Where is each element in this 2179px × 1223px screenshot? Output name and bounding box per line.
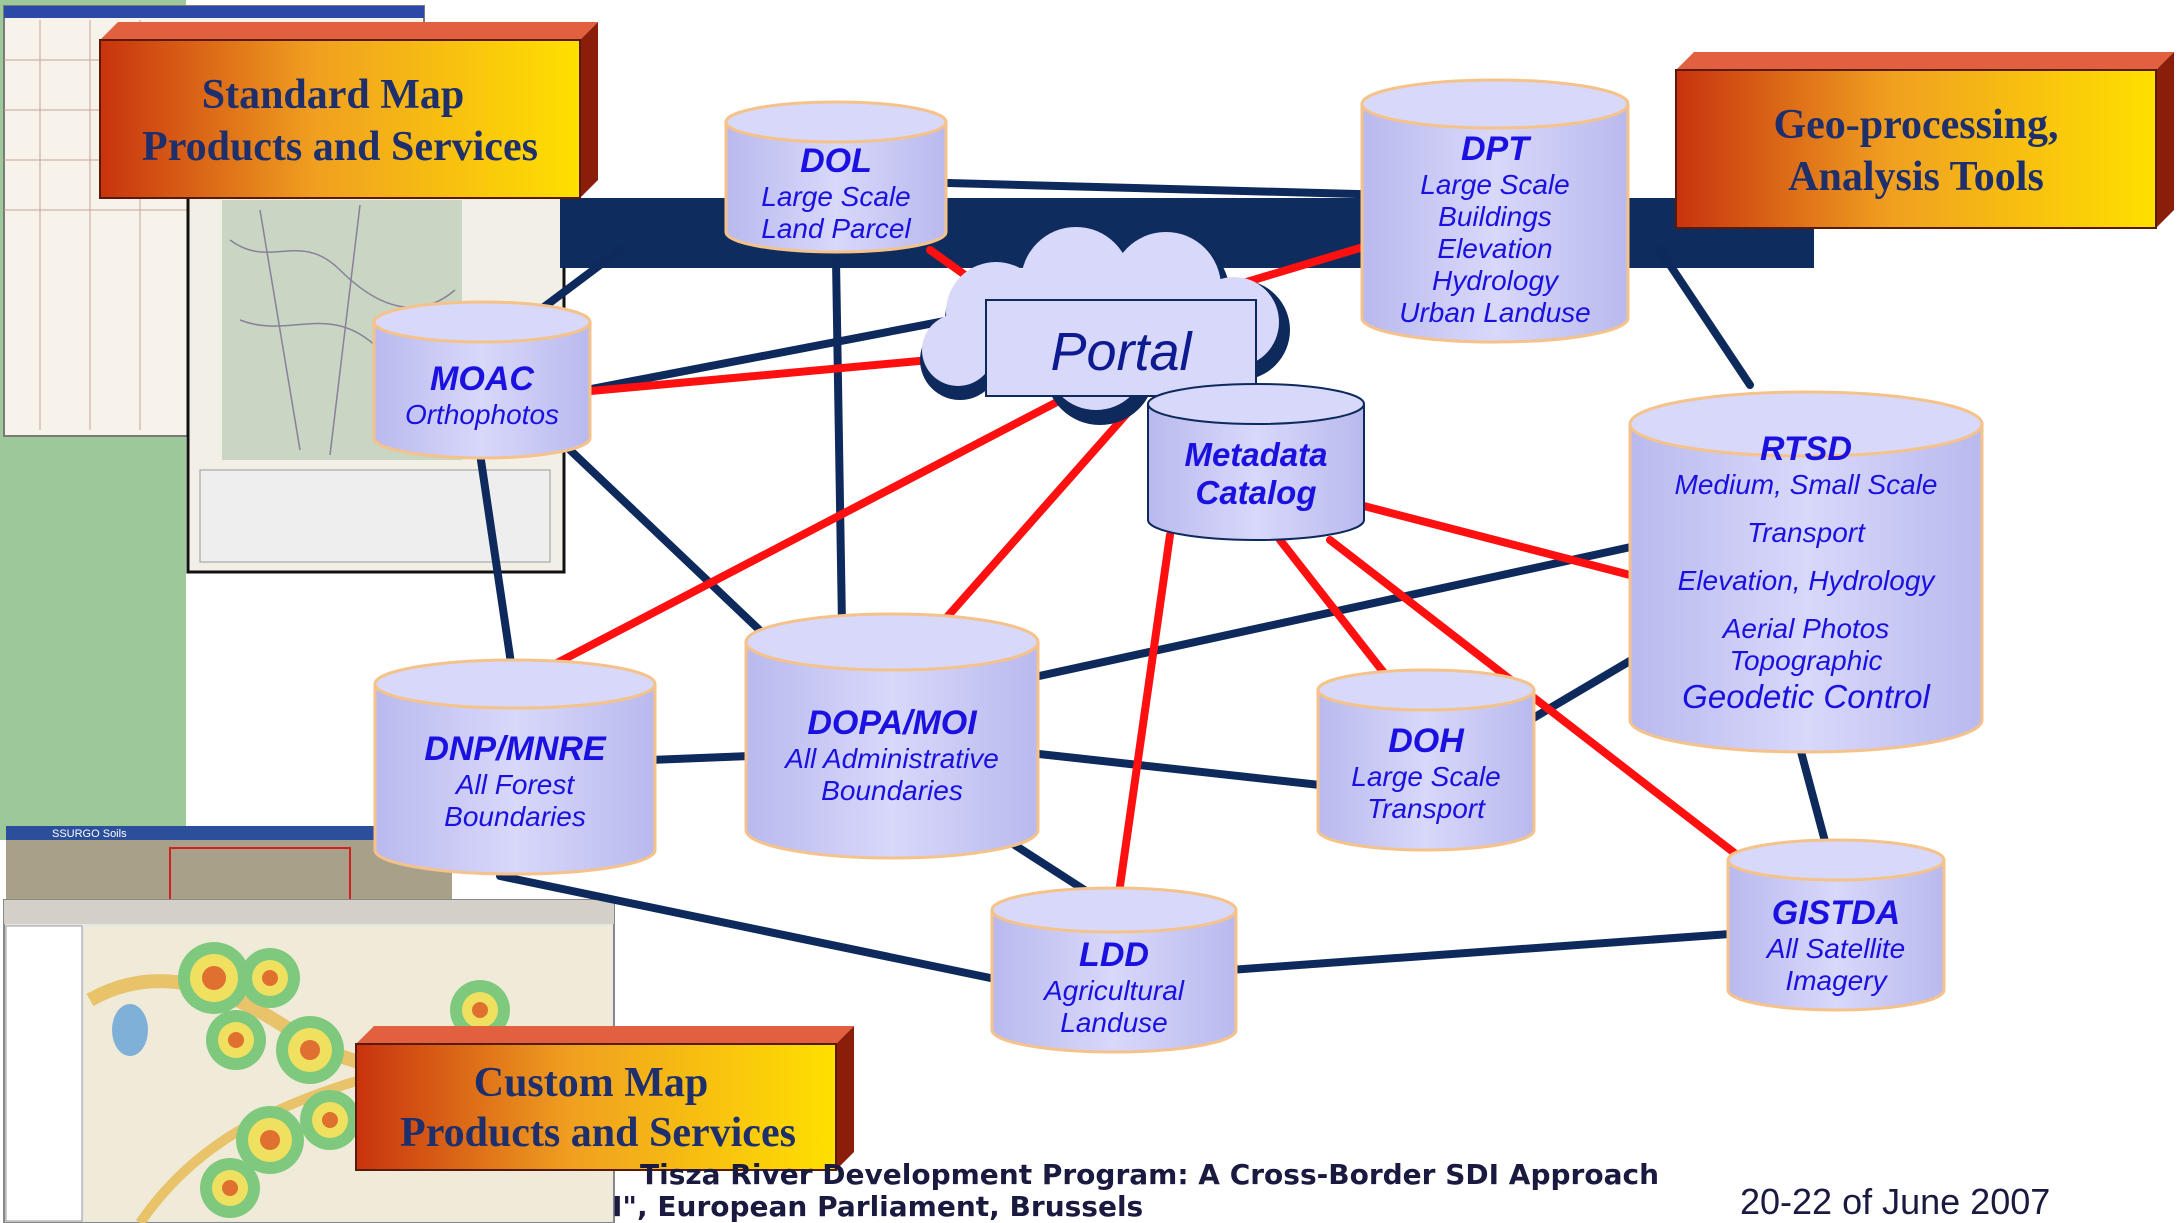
dpt-line-4: Hydrology bbox=[1432, 265, 1560, 296]
cylinder-metadata-catalog: Metadata Catalog bbox=[1147, 383, 1365, 541]
doh-line-2: Transport bbox=[1367, 793, 1486, 824]
gis-titlebar bbox=[6, 826, 452, 840]
cylinder-dpt: DPT Large Scale Buildings Elevation Hydr… bbox=[1360, 78, 1630, 344]
standard-box-line-2: Products and Services bbox=[142, 124, 538, 170]
dnp-title: DNP/MNRE bbox=[424, 730, 607, 768]
dpt-line-2: Buildings bbox=[1438, 201, 1552, 232]
box-standard-map-products: Standard Map Products and Services bbox=[99, 22, 598, 199]
doh-title: DOH bbox=[1388, 722, 1465, 760]
dpt-line-3: Elevation bbox=[1437, 233, 1552, 264]
dol-line-1: Large Scale bbox=[761, 181, 910, 212]
dnp-line-1: All Forest bbox=[454, 769, 575, 800]
cylinder-ldd: LDD Agricultural Landuse bbox=[990, 886, 1238, 1054]
dopa-title: DOPA/MOI bbox=[807, 704, 978, 742]
doh-line-1: Large Scale bbox=[1351, 761, 1500, 792]
footer-date: 20-22 of June 2007 bbox=[1740, 1181, 2050, 1222]
cylinder-dnp-mnre: DNP/MNRE All Forest Boundaries bbox=[373, 658, 657, 876]
gis-app-toolbar bbox=[4, 900, 614, 924]
ldd-title: LDD bbox=[1079, 936, 1149, 974]
gis-window-title: SSURGO Soils bbox=[52, 828, 127, 840]
geo-box-line-2: Analysis Tools bbox=[1788, 154, 2044, 200]
hotspot-rings bbox=[178, 942, 510, 1218]
ldd-line-2: Landuse bbox=[1060, 1007, 1167, 1038]
custom-box-line-2: Products and Services bbox=[400, 1110, 796, 1156]
dnp-line-2: Boundaries bbox=[444, 801, 586, 832]
footer-line-2: I", European Parliament, Brussels bbox=[612, 1190, 1143, 1223]
moac-title: MOAC bbox=[430, 360, 534, 398]
dopa-line-1: All Administrative bbox=[783, 743, 999, 774]
rtsd-line-5: Topographic bbox=[1729, 645, 1882, 676]
rtsd-line-2: Transport bbox=[1747, 517, 1866, 548]
standard-box-line-1: Standard Map bbox=[202, 72, 465, 118]
cylinder-gistda: GISTDA All Satellite Imagery bbox=[1726, 838, 1946, 1012]
gistda-line-2: Imagery bbox=[1785, 965, 1888, 996]
topo-map-titlebar bbox=[4, 6, 424, 18]
dol-title: DOL bbox=[800, 142, 872, 180]
gis-layer-panel bbox=[5, 925, 83, 1222]
ldd-line-1: Agricultural bbox=[1042, 975, 1185, 1006]
gistda-title: GISTDA bbox=[1772, 894, 1900, 932]
cylinder-dol: DOL Large Scale Land Parcel bbox=[724, 100, 948, 254]
rtsd-title: RTSD bbox=[1760, 430, 1852, 468]
portal-cloud: Portal bbox=[920, 227, 1290, 425]
geo-box-line-1: Geo-processing, bbox=[1773, 102, 2058, 148]
cylinder-rtsd: RTSD Medium, Small Scale Transport Eleva… bbox=[1628, 390, 1984, 754]
box-geo-processing: Geo-processing, Analysis Tools bbox=[1675, 52, 2174, 229]
gistda-line-1: All Satellite bbox=[1765, 933, 1906, 964]
slide-footer: Tisza River Development Program: A Cross… bbox=[612, 1158, 2050, 1223]
cylinder-dopa-moi: DOPA/MOI All Administrative Boundaries bbox=[744, 612, 1040, 860]
rtsd-line-3: Elevation, Hydrology bbox=[1678, 565, 1937, 596]
dopa-line-2: Boundaries bbox=[821, 775, 963, 806]
rtsd-line-4: Aerial Photos bbox=[1721, 613, 1890, 644]
dpt-title: DPT bbox=[1461, 130, 1532, 168]
portal-label: Portal bbox=[1050, 322, 1193, 382]
cylinder-moac: MOAC Orthophotos bbox=[372, 300, 592, 460]
moac-line-1: Orthophotos bbox=[405, 399, 559, 430]
rtsd-line-1: Medium, Small Scale bbox=[1675, 469, 1938, 500]
dpt-line-5: Urban Landuse bbox=[1399, 297, 1590, 328]
dol-line-2: Land Parcel bbox=[761, 213, 911, 244]
box-custom-map-products: Custom Map Products and Services bbox=[355, 1026, 854, 1171]
custom-box-line-1: Custom Map bbox=[474, 1060, 709, 1106]
rtsd-line-6: Geodetic Control bbox=[1682, 678, 1931, 715]
cylinder-doh: DOH Large Scale Transport bbox=[1316, 668, 1536, 852]
portal-label-box bbox=[985, 299, 1257, 397]
footer-line-1: Tisza River Development Program: A Cross… bbox=[640, 1158, 1659, 1191]
metadata-line-2: Catalog bbox=[1195, 474, 1316, 511]
dpt-line-1: Large Scale bbox=[1420, 169, 1569, 200]
metadata-line-1: Metadata bbox=[1184, 436, 1327, 473]
